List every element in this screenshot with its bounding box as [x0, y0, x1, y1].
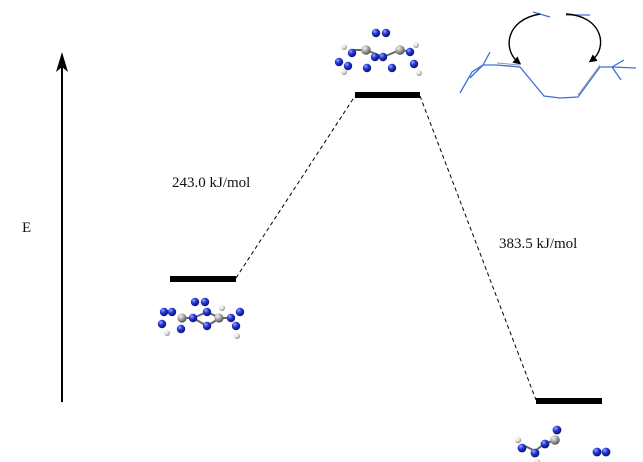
electron-shift-arrow	[565, 13, 602, 63]
product-molecule-model	[514, 425, 611, 462]
transition-state-level	[355, 92, 420, 98]
reactant-to-ts-connector	[235, 95, 356, 279]
energy-axis-arrowhead	[56, 52, 68, 72]
ts-to-product-connector	[419, 95, 537, 401]
transition-state-molecule-model	[334, 28, 422, 76]
transition-state-wireframe-inset	[459, 11, 637, 99]
reactant-level	[170, 276, 236, 282]
activation-barrier-label: 243.0 kJ/mol	[172, 175, 250, 191]
energy-axis	[56, 52, 68, 402]
product-level	[536, 398, 602, 404]
energy-axis-label: E	[22, 220, 31, 236]
reaction-energy-label: 383.5 kJ/mol	[499, 236, 577, 252]
electron-shift-arrow	[508, 13, 541, 65]
reactant-molecule-model	[157, 297, 245, 339]
